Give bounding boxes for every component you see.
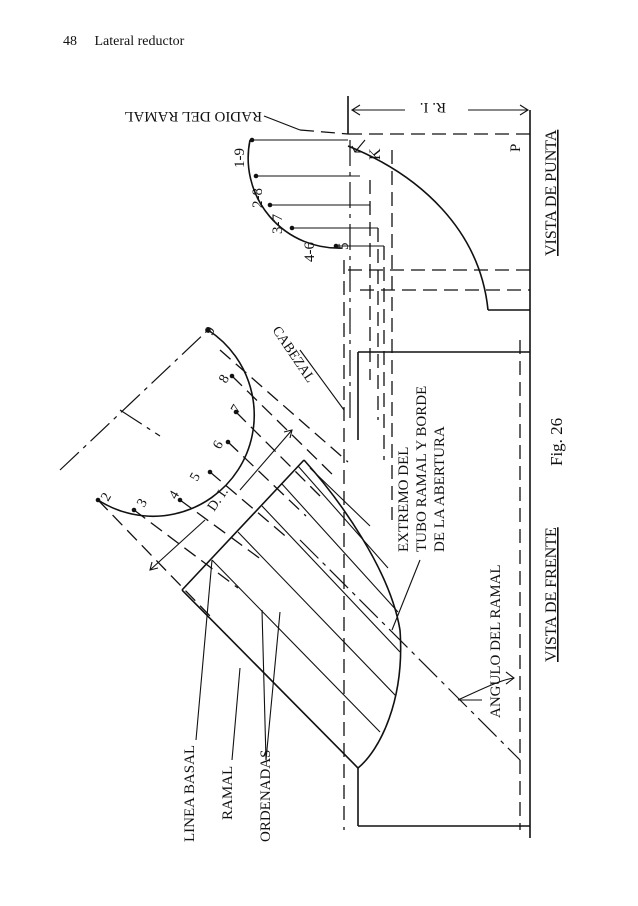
branch-angle-line	[299, 539, 521, 761]
header-pipe-outline	[347, 96, 531, 838]
extremo-line-3: DE LA ABERTURA	[432, 426, 448, 552]
ri-label: R. I.	[420, 99, 446, 115]
extremo-line-1: EXTREMO DEL	[396, 447, 412, 552]
end-point-5: 5	[336, 243, 352, 251]
ordenadas-label: ORDENADAS	[258, 749, 274, 842]
page-header: 48 Lateral reductor	[63, 34, 184, 50]
circle-point-5: 5	[187, 470, 203, 484]
di-dimension	[149, 429, 293, 571]
circle-point-7: 7	[228, 402, 244, 416]
cabezal-label: CABEZAL	[269, 324, 318, 386]
leader-lines	[195, 349, 482, 761]
circle-point-3: 3	[134, 496, 150, 510]
end-view-arc	[247, 137, 489, 311]
branch-outline	[181, 459, 402, 769]
p-label: P	[508, 144, 524, 152]
end-point-4-6: 4-6	[302, 242, 318, 262]
ri-dimension	[350, 104, 530, 116]
k-label: K	[367, 148, 384, 160]
k-arrow	[351, 139, 366, 153]
page-number: 48	[63, 34, 77, 49]
figure-number: Fig. 26	[547, 418, 566, 466]
end-point-1-9: 1-9	[232, 148, 248, 168]
di-label: D. I.	[205, 485, 232, 514]
linea-basal-label: LINEA BASAL	[182, 745, 198, 842]
radio-line	[263, 115, 530, 135]
end-point-3-7: 3-7	[270, 214, 286, 234]
ramal-label: RAMAL	[220, 766, 236, 820]
branch-half-circle	[59, 327, 349, 617]
vista-de-punta-label: VISTA DE PUNTA	[543, 129, 560, 256]
radio-del-ramal-label: RADIO DEL RAMAL	[124, 108, 262, 124]
extremo-line-2: TUBO RAMAL Y BORDE	[414, 386, 430, 552]
angulo-del-ramal-label: ANGULO DEL RAMAL	[488, 564, 504, 718]
vista-de-frente-label: VISTA DE FRENTE	[543, 527, 560, 662]
circle-point-6: 6	[210, 438, 226, 452]
projection-lines	[343, 140, 530, 830]
end-point-2-8: 2-8	[250, 188, 266, 208]
running-title: Lateral reductor	[94, 34, 185, 49]
circle-point-9: 9	[202, 324, 218, 338]
circle-point-4: 4	[166, 488, 182, 502]
